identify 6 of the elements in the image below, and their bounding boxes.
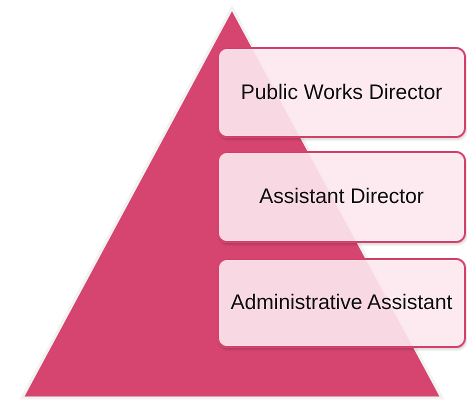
level-title: Administrative Assistant bbox=[230, 290, 454, 316]
level-title: Public Works Director bbox=[240, 80, 444, 106]
level-box bbox=[217, 258, 466, 348]
level-box bbox=[217, 151, 466, 243]
level-title: Assistant Director bbox=[258, 184, 425, 210]
level-box bbox=[217, 47, 466, 138]
